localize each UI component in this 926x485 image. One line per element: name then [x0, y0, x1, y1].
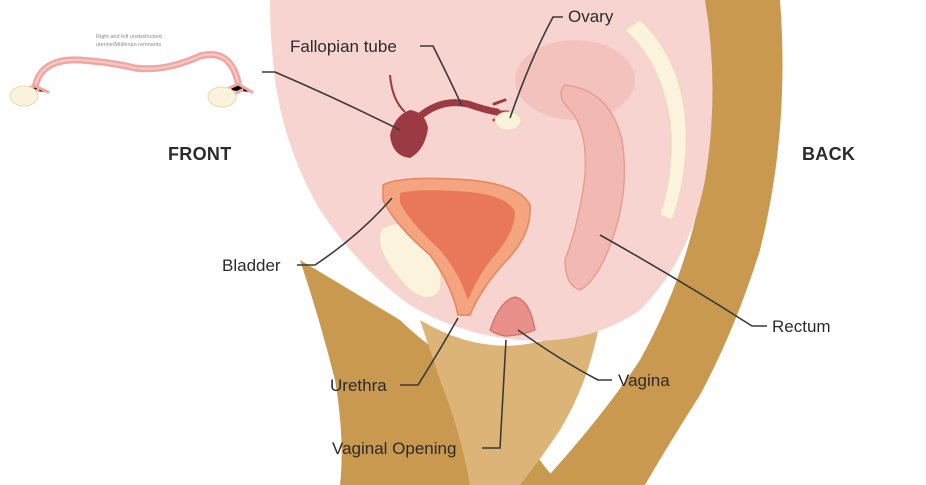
reproductive-remnant — [389, 74, 522, 158]
inset-caption-line1: Right and left unobstructed — [96, 34, 162, 40]
leader-inset — [262, 71, 401, 131]
vaginal-opening-label: Vaginal Opening — [332, 439, 456, 458]
leader-lines — [262, 16, 767, 449]
rectum-shape — [560, 84, 626, 291]
back-skin — [540, 0, 783, 485]
ligament — [389, 74, 406, 113]
ovary-shape — [494, 111, 522, 131]
body-silhouette — [300, 0, 783, 485]
vagina-shape — [489, 296, 536, 337]
rectum-label: Rectum — [772, 317, 831, 336]
cavity-glow — [515, 40, 635, 120]
ovary-label: Ovary — [568, 7, 614, 26]
leader-rectum — [599, 234, 767, 327]
leader-vaginal-opening — [482, 339, 507, 449]
bladder-label: Bladder — [222, 256, 281, 275]
leader-vagina — [517, 329, 612, 381]
leader-ovary — [509, 16, 563, 119]
bladder-inner — [400, 190, 515, 300]
leader-urethra — [400, 317, 459, 386]
perineum-skin — [420, 320, 600, 485]
leader-bladder — [297, 197, 393, 266]
inset-right-ovary — [207, 86, 237, 108]
inset-left-ovary — [9, 85, 39, 107]
inset-caption-line2: uterine/Müllerian remnants — [96, 42, 161, 48]
bladder-organ — [382, 177, 531, 316]
fallopian-tube-label: Fallopian tube — [290, 37, 397, 56]
urethra-label: Urethra — [330, 376, 387, 395]
leader-fallopian-tube — [420, 45, 463, 107]
vagina-label: Vagina — [618, 371, 670, 390]
uterine-remnant — [390, 110, 428, 158]
inset-remnants: Right and left unobstructed uterine/Müll… — [9, 34, 254, 108]
back-label: BACK — [802, 144, 855, 164]
sacrum-bone — [624, 19, 687, 221]
fallopian-tube-shape — [414, 99, 501, 122]
inset-tube-highlight — [34, 53, 239, 89]
front-label: FRONT — [168, 144, 232, 164]
